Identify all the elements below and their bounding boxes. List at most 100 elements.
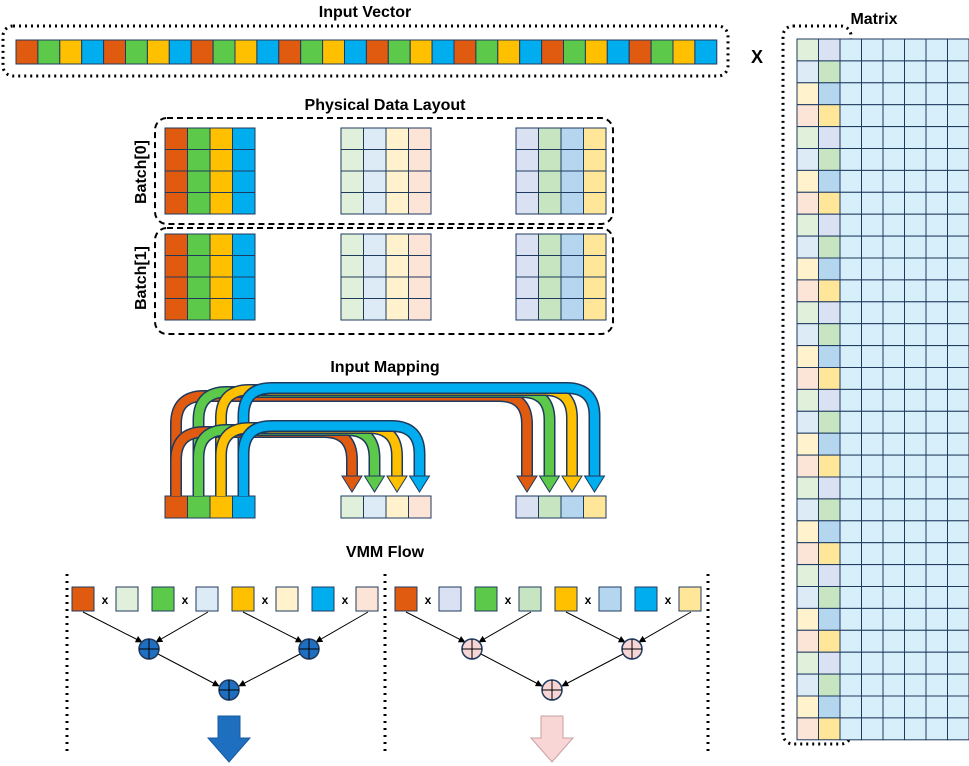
matrix-cell bbox=[839, 586, 862, 609]
layout-block-weights-a-b1 bbox=[385, 233, 409, 256]
layout-block-weights-a-b1 bbox=[340, 276, 364, 299]
matrix-cell bbox=[818, 148, 841, 171]
layout-block-weights-a-b0 bbox=[340, 170, 364, 193]
matrix-cell bbox=[904, 717, 927, 741]
matrix-cell bbox=[882, 345, 905, 369]
layout-block-input-b1 bbox=[187, 298, 211, 321]
matrix-cell bbox=[818, 345, 841, 369]
matrix-cell bbox=[882, 279, 905, 303]
matrix-cell bbox=[904, 191, 927, 215]
matrix-cell bbox=[861, 695, 884, 719]
matrix-cell bbox=[796, 629, 819, 653]
layout-block-weights-a-b1 bbox=[340, 298, 364, 321]
matrix-cell bbox=[839, 454, 862, 478]
layout-block-weights-a-b0 bbox=[385, 192, 409, 215]
matrix-cell bbox=[839, 279, 862, 303]
layout-block-weights-a-b0 bbox=[408, 170, 432, 193]
matrix-cell bbox=[818, 410, 841, 434]
matrix-cell bbox=[818, 432, 841, 456]
matrix-cell bbox=[839, 235, 862, 259]
matrix-cell bbox=[947, 607, 969, 631]
layout-block-weights-b-b0 bbox=[583, 192, 607, 215]
layout-block-input-b0 bbox=[187, 127, 211, 150]
matrix-cell bbox=[904, 301, 927, 325]
matrix-cell bbox=[818, 498, 841, 522]
matrix-cell bbox=[818, 388, 841, 412]
vector-cell bbox=[365, 39, 389, 65]
layout-block-weights-a-b1 bbox=[363, 233, 387, 256]
layout-block-weights-a-b0 bbox=[408, 127, 432, 150]
matrix-cell bbox=[904, 564, 927, 587]
matrix-cell bbox=[882, 432, 905, 456]
layout-block-weights-a-b1 bbox=[385, 255, 409, 278]
layout-block-weights-a-b0 bbox=[363, 127, 387, 150]
matrix-cell bbox=[839, 148, 862, 171]
matrix-cell bbox=[818, 191, 841, 215]
matrix-cell bbox=[861, 191, 884, 215]
layout-block-weights-a-b0 bbox=[340, 192, 364, 215]
matrix-cell bbox=[947, 432, 969, 456]
vector-cell bbox=[344, 39, 367, 65]
matrix-cell bbox=[947, 301, 969, 325]
matrix-cell bbox=[925, 169, 948, 193]
mapping-target-a-cell bbox=[363, 495, 387, 519]
input-vector-frame bbox=[1, 24, 730, 78]
vector-cell bbox=[212, 39, 236, 65]
layout-block-weights-b-b0 bbox=[538, 170, 562, 193]
layout-block-weights-b-b1 bbox=[560, 233, 584, 256]
matrix-cell bbox=[925, 345, 948, 369]
flow-arrow bbox=[478, 611, 532, 643]
matrix-cell bbox=[925, 607, 948, 631]
vector-cell bbox=[584, 39, 608, 65]
vmm-input-cell bbox=[151, 586, 175, 612]
layout-block-input-b0 bbox=[164, 170, 188, 193]
layout-block-input-b1 bbox=[209, 276, 233, 299]
flow-arrow bbox=[157, 653, 220, 687]
vector-cell bbox=[146, 39, 170, 65]
layout-block-weights-b-b0 bbox=[538, 192, 562, 215]
matrix-cell bbox=[925, 520, 948, 544]
matrix-cell bbox=[861, 388, 884, 412]
matrix-cell bbox=[947, 169, 969, 193]
matrix-cell bbox=[904, 542, 927, 566]
layout-block-weights-a-b1 bbox=[363, 255, 387, 278]
matrix-cell bbox=[796, 60, 819, 84]
matrix-cell bbox=[818, 673, 841, 697]
matrix-cell bbox=[904, 629, 927, 653]
matrix-grid bbox=[796, 38, 969, 741]
matrix-cell bbox=[925, 126, 948, 149]
vector-cell bbox=[256, 39, 280, 65]
matrix-cell bbox=[839, 169, 862, 193]
layout-block-weights-b-b0 bbox=[538, 127, 562, 150]
vector-cell bbox=[497, 39, 521, 65]
matrix-cell bbox=[796, 169, 819, 193]
matrix-cell bbox=[839, 388, 862, 412]
multiply-sign: x bbox=[342, 593, 349, 607]
mapping-source-cell bbox=[164, 495, 188, 519]
matrix-cell bbox=[925, 257, 948, 281]
matrix-cell bbox=[925, 542, 948, 566]
matrix-cell bbox=[925, 651, 948, 675]
matrix-cell bbox=[947, 60, 969, 84]
matrix-cell bbox=[904, 235, 927, 259]
vmm-input-cell bbox=[554, 586, 578, 612]
layout-block-weights-b-b0 bbox=[538, 149, 562, 172]
batch-1-frame bbox=[154, 227, 614, 335]
matrix-cell bbox=[861, 629, 884, 653]
vmm-weight-cell bbox=[598, 586, 622, 612]
matrix-cell bbox=[904, 279, 927, 303]
layout-block-weights-b-b1 bbox=[583, 255, 607, 278]
matrix-cell bbox=[796, 82, 819, 106]
layout-block-input-b0 bbox=[209, 149, 233, 172]
layout-block-weights-b-b0 bbox=[560, 192, 584, 215]
matrix-cell bbox=[904, 432, 927, 456]
matrix-cell bbox=[839, 717, 862, 741]
layout-block-weights-b-b1 bbox=[560, 276, 584, 299]
mapping-target-a-cell bbox=[385, 495, 409, 519]
multiply-sign: x bbox=[425, 593, 432, 607]
matrix-cell bbox=[925, 213, 948, 237]
matrix-cell bbox=[882, 388, 905, 412]
matrix-cell bbox=[861, 323, 884, 347]
layout-block-weights-b-b1 bbox=[515, 255, 539, 278]
